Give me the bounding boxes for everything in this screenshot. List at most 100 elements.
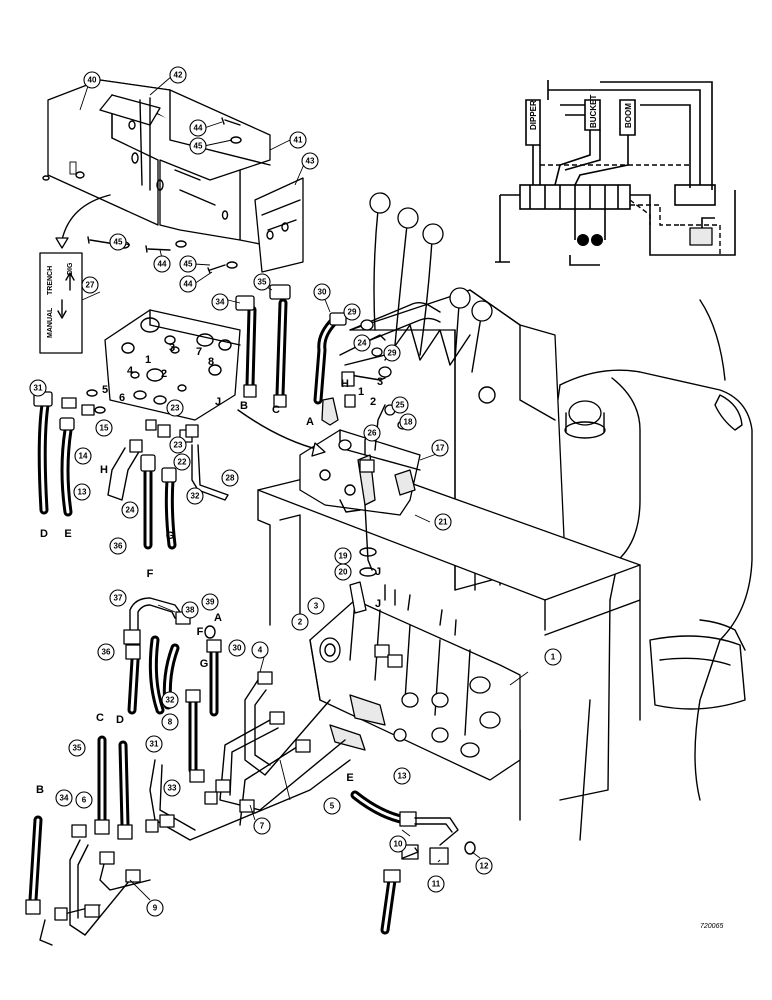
svg-text:23: 23: [171, 404, 180, 413]
svg-text:31: 31: [150, 740, 159, 749]
callout-36: 36: [109, 537, 127, 555]
callout-40: 40: [83, 71, 101, 89]
svg-text:23: 23: [174, 441, 183, 450]
svg-text:44: 44: [158, 260, 167, 269]
svg-text:33: 33: [168, 784, 177, 793]
callout-17: 17: [431, 439, 449, 457]
svg-text:26: 26: [368, 429, 377, 438]
port-number-2: 2: [161, 368, 167, 380]
svg-text:42: 42: [174, 71, 183, 80]
letter-J: J: [215, 396, 221, 408]
svg-text:30: 30: [318, 288, 327, 297]
callout-45: 45: [109, 233, 127, 251]
callout-32: 32: [161, 691, 179, 709]
letter-F: F: [147, 568, 154, 580]
callout-44: 44: [189, 119, 207, 137]
svg-text:45: 45: [194, 142, 203, 151]
svg-text:44: 44: [194, 124, 203, 133]
svg-text:28: 28: [226, 474, 235, 483]
svg-text:43: 43: [306, 157, 315, 166]
svg-text:24: 24: [358, 339, 367, 348]
svg-text:34: 34: [60, 794, 69, 803]
callout-28: 28: [221, 469, 239, 487]
callout-23: 23: [166, 399, 184, 417]
callout-2: 2: [291, 613, 309, 631]
svg-text:2: 2: [298, 618, 303, 627]
letter-A: A: [214, 612, 222, 624]
svg-text:40: 40: [88, 76, 97, 85]
callout-13: 13: [393, 767, 411, 785]
callout-31: 31: [29, 379, 47, 397]
decal-manual-text: MANUAL: [47, 307, 54, 338]
svg-text:35: 35: [258, 278, 267, 287]
callout-37: 37: [109, 589, 127, 607]
letter-F: F: [197, 626, 204, 638]
svg-text:38: 38: [186, 606, 195, 615]
lower-hoses: [25, 597, 476, 946]
svg-text:44: 44: [184, 280, 193, 289]
svg-text:20: 20: [339, 568, 348, 577]
svg-text:17: 17: [436, 444, 445, 453]
svg-text:36: 36: [102, 648, 111, 657]
svg-text:36: 36: [114, 542, 123, 551]
letter-D: D: [40, 528, 48, 540]
svg-text:27: 27: [86, 281, 95, 290]
svg-text:15: 15: [100, 424, 109, 433]
callout-30: 30: [313, 283, 331, 301]
callout-34: 34: [55, 789, 73, 807]
mode-decal: MANUAL TRENCH DIG: [39, 252, 101, 354]
svg-text:32: 32: [166, 696, 175, 705]
letter-E: E: [64, 528, 71, 540]
port-number-1: 1: [145, 354, 151, 366]
callout-39: 39: [201, 593, 219, 611]
letter-H: H: [341, 378, 349, 390]
svg-text:41: 41: [294, 136, 303, 145]
main-control-valve: [309, 581, 521, 781]
svg-text:13: 13: [78, 488, 87, 497]
svg-text:29: 29: [348, 308, 357, 317]
callout-30: 30: [228, 639, 246, 657]
callout-18: 18: [399, 413, 417, 431]
callout-21: 21: [434, 513, 452, 531]
callout-6: 6: [75, 791, 93, 809]
leader-lines: [79, 75, 529, 901]
callout-45: 45: [189, 137, 207, 155]
schematic-boom-label: BOOM: [624, 103, 633, 128]
callout-24: 24: [353, 334, 371, 352]
svg-text:9: 9: [153, 904, 158, 913]
svg-text:31: 31: [34, 384, 43, 393]
letter-A: A: [306, 416, 314, 428]
svg-text:13: 13: [398, 772, 407, 781]
port-number-8: 8: [208, 356, 214, 368]
hydraulic-manifold: [104, 309, 241, 421]
callout-35: 35: [253, 273, 271, 291]
svg-text:45: 45: [184, 260, 193, 269]
svg-text:6: 6: [82, 796, 87, 805]
callout-20: 20: [334, 563, 352, 581]
svg-text:21: 21: [439, 518, 448, 527]
port-number-3: 3: [377, 376, 383, 388]
callout-1: 1: [544, 648, 562, 666]
svg-text:39: 39: [206, 598, 215, 607]
callout-29: 29: [343, 303, 361, 321]
callout-31: 31: [145, 735, 163, 753]
letter-B: B: [36, 784, 44, 796]
decal-pointer-arrow: [61, 194, 111, 241]
svg-text:19: 19: [339, 552, 348, 561]
drawing-code: 720065: [700, 923, 723, 930]
callout-9: 9: [146, 899, 164, 917]
letter-G: G: [166, 530, 175, 542]
decal-dig-text: DIG: [67, 262, 74, 275]
callout-5: 5: [323, 797, 341, 815]
letter-J: J: [375, 566, 381, 578]
svg-text:11: 11: [432, 880, 441, 889]
port-number-3: 3: [169, 342, 175, 354]
callout-36: 36: [97, 643, 115, 661]
svg-text:29: 29: [388, 349, 397, 358]
port-number-4: 4: [127, 365, 134, 377]
callout-35: 35: [68, 739, 86, 757]
callout-11: 11: [427, 875, 445, 893]
letter-J: J: [375, 598, 381, 610]
